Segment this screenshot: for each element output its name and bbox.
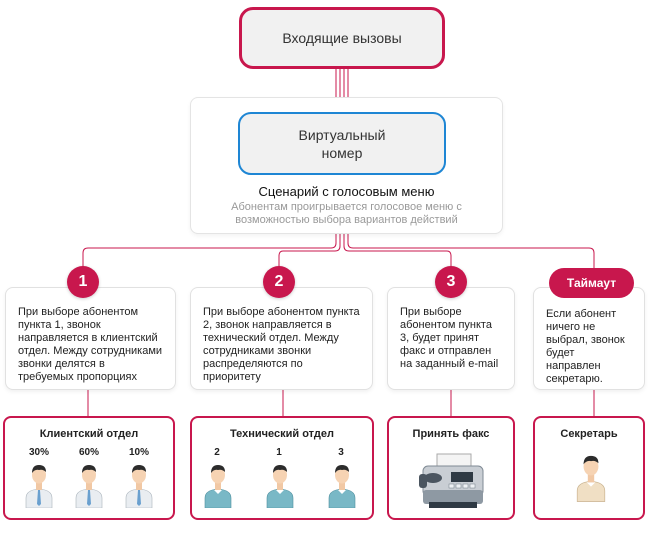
option-1-description: При выборе абонентом пункта 1, звонок на… [18,306,163,383]
ivr-subtitle: Абонентам проигрывается голосовое меню с… [231,201,462,226]
virtual-number-label: Виртуальный номер [298,126,386,161]
secretary-box: Секретарь [533,416,645,520]
client-department-box: Клиентский отдел 30% 60% 10% [3,416,175,520]
tech-department-title: Технический отдел [229,428,334,440]
person-icon [266,464,294,508]
option-2-description: При выборе абонентом пункта 2, звонок на… [203,306,360,383]
person-icon [75,464,103,508]
fax-machine-icon [419,453,484,508]
client-share-2: 60% [78,447,99,458]
person-icon [576,455,606,502]
option-1-card: При выборе абонентом пункта 1, звонок на… [5,287,176,390]
tech-department-box: Технический отдел 2 1 3 [190,416,374,520]
tech-priority-3: 3 [338,447,344,458]
timeout-badge: Таймаут [549,268,634,298]
person-icon [204,464,232,508]
option-3-badge: 3 [435,266,467,298]
option-2-badge: 2 [263,266,295,298]
tech-priority-2: 1 [276,447,282,458]
client-share-3: 10% [128,447,149,458]
person-icon [25,464,53,508]
incoming-calls-box: Входящие вызовы [239,7,445,69]
fax-box: Принять факс [387,416,515,520]
option-2-card: При выборе абонентом пункта 2, звонок на… [190,287,373,390]
person-icon [125,464,153,508]
secretary-title: Секретарь [560,428,618,440]
option-1-badge: 1 [67,266,99,298]
fax-title: Принять факс [412,428,490,440]
timeout-card: Если абонент ничего не выбрал, звонок бу… [533,287,645,390]
timeout-description: Если абонент ничего не выбрал, звонок бу… [546,308,625,385]
option-3-card: При выборе абонентом пункта 3, будет при… [387,287,515,390]
client-share-1: 30% [28,447,49,458]
tech-priority-1: 2 [214,447,220,458]
ivr-title: Сценарий с голосовым меню [258,184,435,199]
person-icon [328,464,356,508]
incoming-calls-label: Входящие вызовы [282,30,402,46]
client-department-title: Клиентский отдел [39,428,139,440]
virtual-number-box: Виртуальный номер [238,112,446,175]
option-3-description: При выборе абонентом пункта 3, будет при… [400,306,499,370]
